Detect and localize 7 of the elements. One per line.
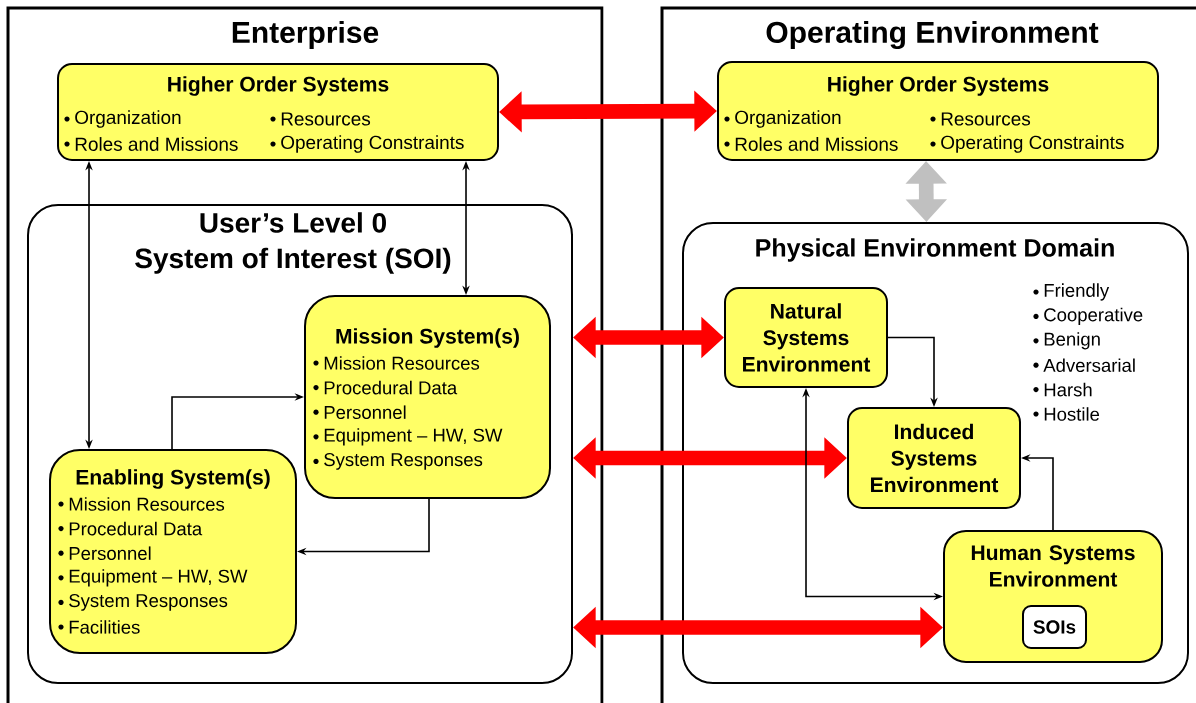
system-box: Mission System(s) Mission Resources Procedural Data Personnel Equipment – HW, SW System Responses (304, 295, 551, 499)
system-box: Higher Order Systems Organization Resources Roles and Missions Operating Constraints (57, 63, 499, 161)
tag-box: SOIs (1022, 605, 1087, 649)
system-box: Enabling System(s) Mission Resources Procedural Data Personnel Equipment – HW, SW System Responses Facilities (49, 449, 297, 654)
environment-box: Induced Systems Environment (847, 407, 1021, 509)
system-box: Higher Order Systems Organization Resources Roles and Missions Operating Constraints (717, 61, 1159, 161)
environment-box: Natural Systems Environment (724, 287, 888, 388)
